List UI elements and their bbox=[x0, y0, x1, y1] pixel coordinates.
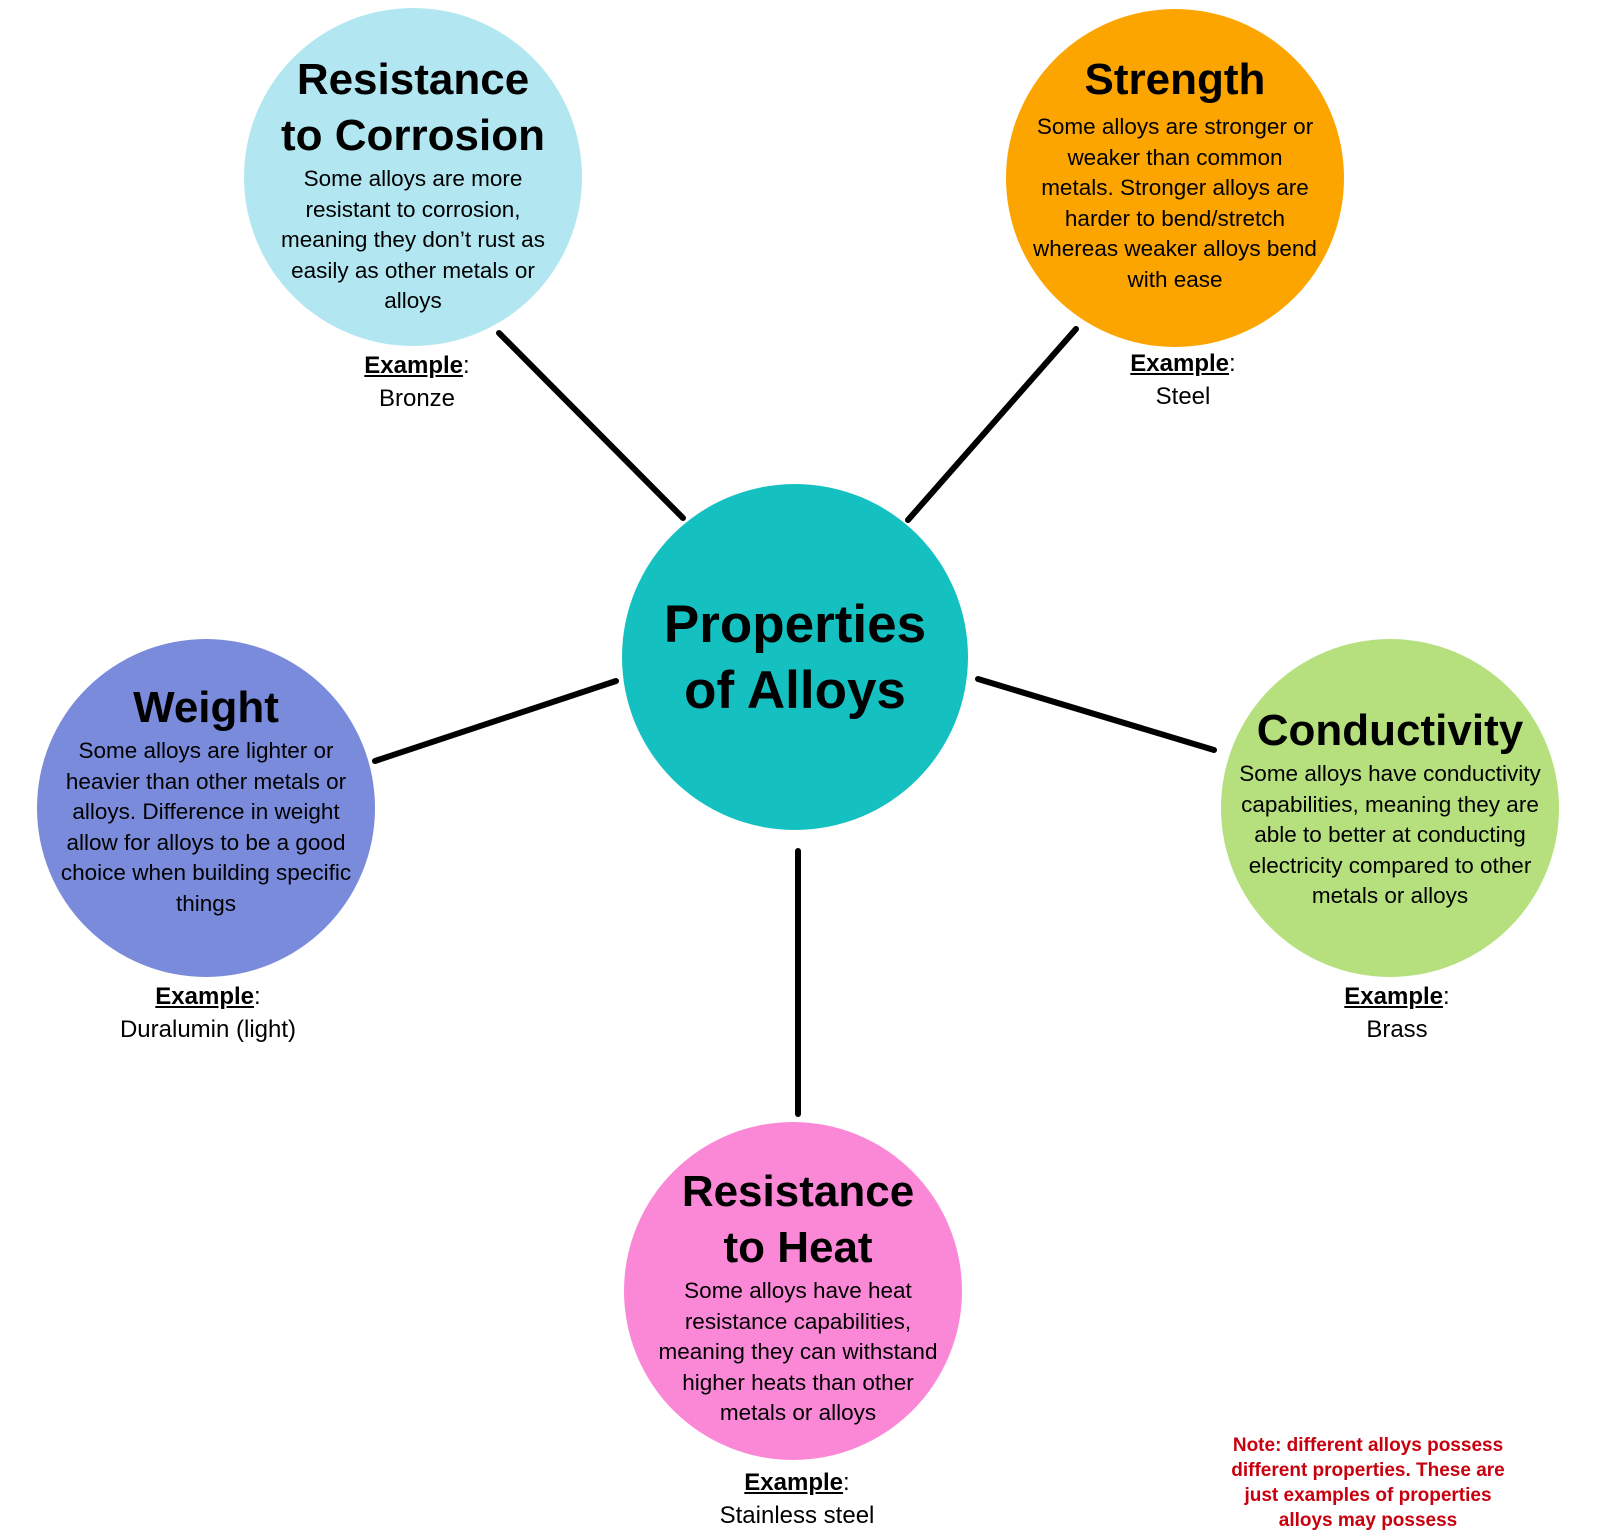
heat-title-line2: to Heat bbox=[723, 1223, 873, 1272]
example-value: Brass bbox=[1366, 1016, 1428, 1043]
heat-description: Some alloys have heat resistance capabil… bbox=[658, 1278, 938, 1425]
connector-strength bbox=[905, 326, 1079, 523]
corrosion-description: Some alloys are more resistant to corros… bbox=[281, 166, 545, 313]
conductivity-description: Some alloys have conductivity capabiliti… bbox=[1239, 761, 1541, 908]
conductivity-example: Example: Brass bbox=[1344, 983, 1450, 1043]
example-label: Example bbox=[1130, 350, 1230, 377]
heat-title-line1: Resistance bbox=[681, 1167, 915, 1216]
example-value: Duralumin (light) bbox=[119, 1016, 297, 1043]
footnote: Note: different alloys possess different… bbox=[1231, 1435, 1505, 1531]
conductivity-circle bbox=[1221, 639, 1559, 977]
weight-circle bbox=[37, 639, 375, 977]
weight-title: Weight bbox=[133, 683, 279, 732]
strength-circle bbox=[1006, 9, 1344, 347]
center-title-line1: Properties bbox=[663, 595, 927, 654]
connector-conductivity bbox=[975, 676, 1217, 753]
strength-title: Strength bbox=[1084, 55, 1266, 104]
example-label: Example bbox=[364, 352, 464, 379]
corrosion-title-line2: to Corrosion bbox=[281, 111, 545, 160]
strength-node: Strength Some alloys are stronger or wea… bbox=[1020, 52, 1330, 295]
corrosion-example: Example: Bronze bbox=[364, 352, 470, 412]
connector-weight bbox=[372, 678, 619, 764]
corrosion-node: Resistance to Corrosion Some alloys are … bbox=[258, 52, 568, 317]
weight-example: Example: Duralumin (light) bbox=[119, 983, 297, 1043]
weight-node: Weight Some alloys are lighter or heavie… bbox=[50, 680, 362, 919]
conductivity-node: Conductivity Some alloys have conductivi… bbox=[1230, 703, 1550, 912]
heat-circle bbox=[624, 1122, 962, 1460]
example-label: Example bbox=[155, 983, 255, 1010]
strength-description: Some alloys are stronger or weaker than … bbox=[1033, 114, 1317, 292]
connector-corrosion bbox=[496, 330, 686, 521]
corrosion-circle bbox=[244, 8, 582, 346]
example-label: Example bbox=[744, 1469, 844, 1496]
heat-node: Resistance to Heat Some alloys have heat… bbox=[643, 1164, 953, 1429]
example-label: Example bbox=[1344, 983, 1444, 1010]
example-value: Stainless steel bbox=[719, 1502, 875, 1529]
conductivity-title: Conductivity bbox=[1256, 706, 1524, 755]
center-circle bbox=[622, 484, 968, 830]
corrosion-title-line1: Resistance bbox=[296, 55, 530, 104]
example-value: Bronze bbox=[378, 385, 456, 412]
example-value: Steel bbox=[1155, 383, 1211, 410]
weight-description: Some alloys are lighter or heavier than … bbox=[60, 738, 352, 916]
center-node: Properties of Alloys bbox=[645, 592, 945, 724]
strength-example: Example: Steel bbox=[1130, 350, 1236, 410]
heat-example: Example: Stainless steel bbox=[719, 1469, 875, 1529]
center-title-line2: of Alloys bbox=[684, 661, 906, 720]
